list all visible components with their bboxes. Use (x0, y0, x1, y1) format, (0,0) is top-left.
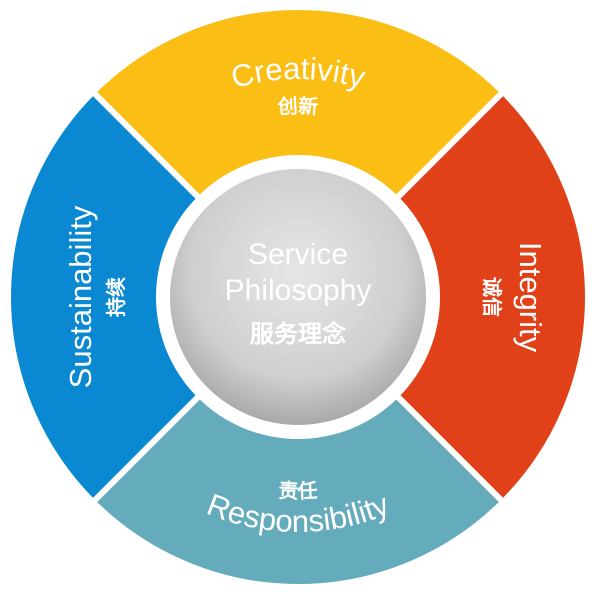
center-title-chinese: 服务理念 (250, 320, 346, 348)
segment-chinese-responsibility: 责任 (278, 478, 318, 503)
center-title-line1: Service (248, 238, 348, 271)
segment-label-integrity: Integrity (513, 242, 548, 353)
center-title-line2: Philosophy (225, 274, 372, 307)
segment-integrity (293, 87, 591, 507)
segment-creativity (88, 4, 508, 302)
segment-chinese-sustainability: 持续 (104, 277, 128, 317)
center-circle (170, 169, 426, 425)
segment-sustainability (5, 87, 303, 507)
segment-responsibility (88, 292, 508, 590)
segment-chinese-integrity: 诚信 (480, 277, 504, 317)
segment-label-sustainability: Sustainability (63, 205, 98, 388)
